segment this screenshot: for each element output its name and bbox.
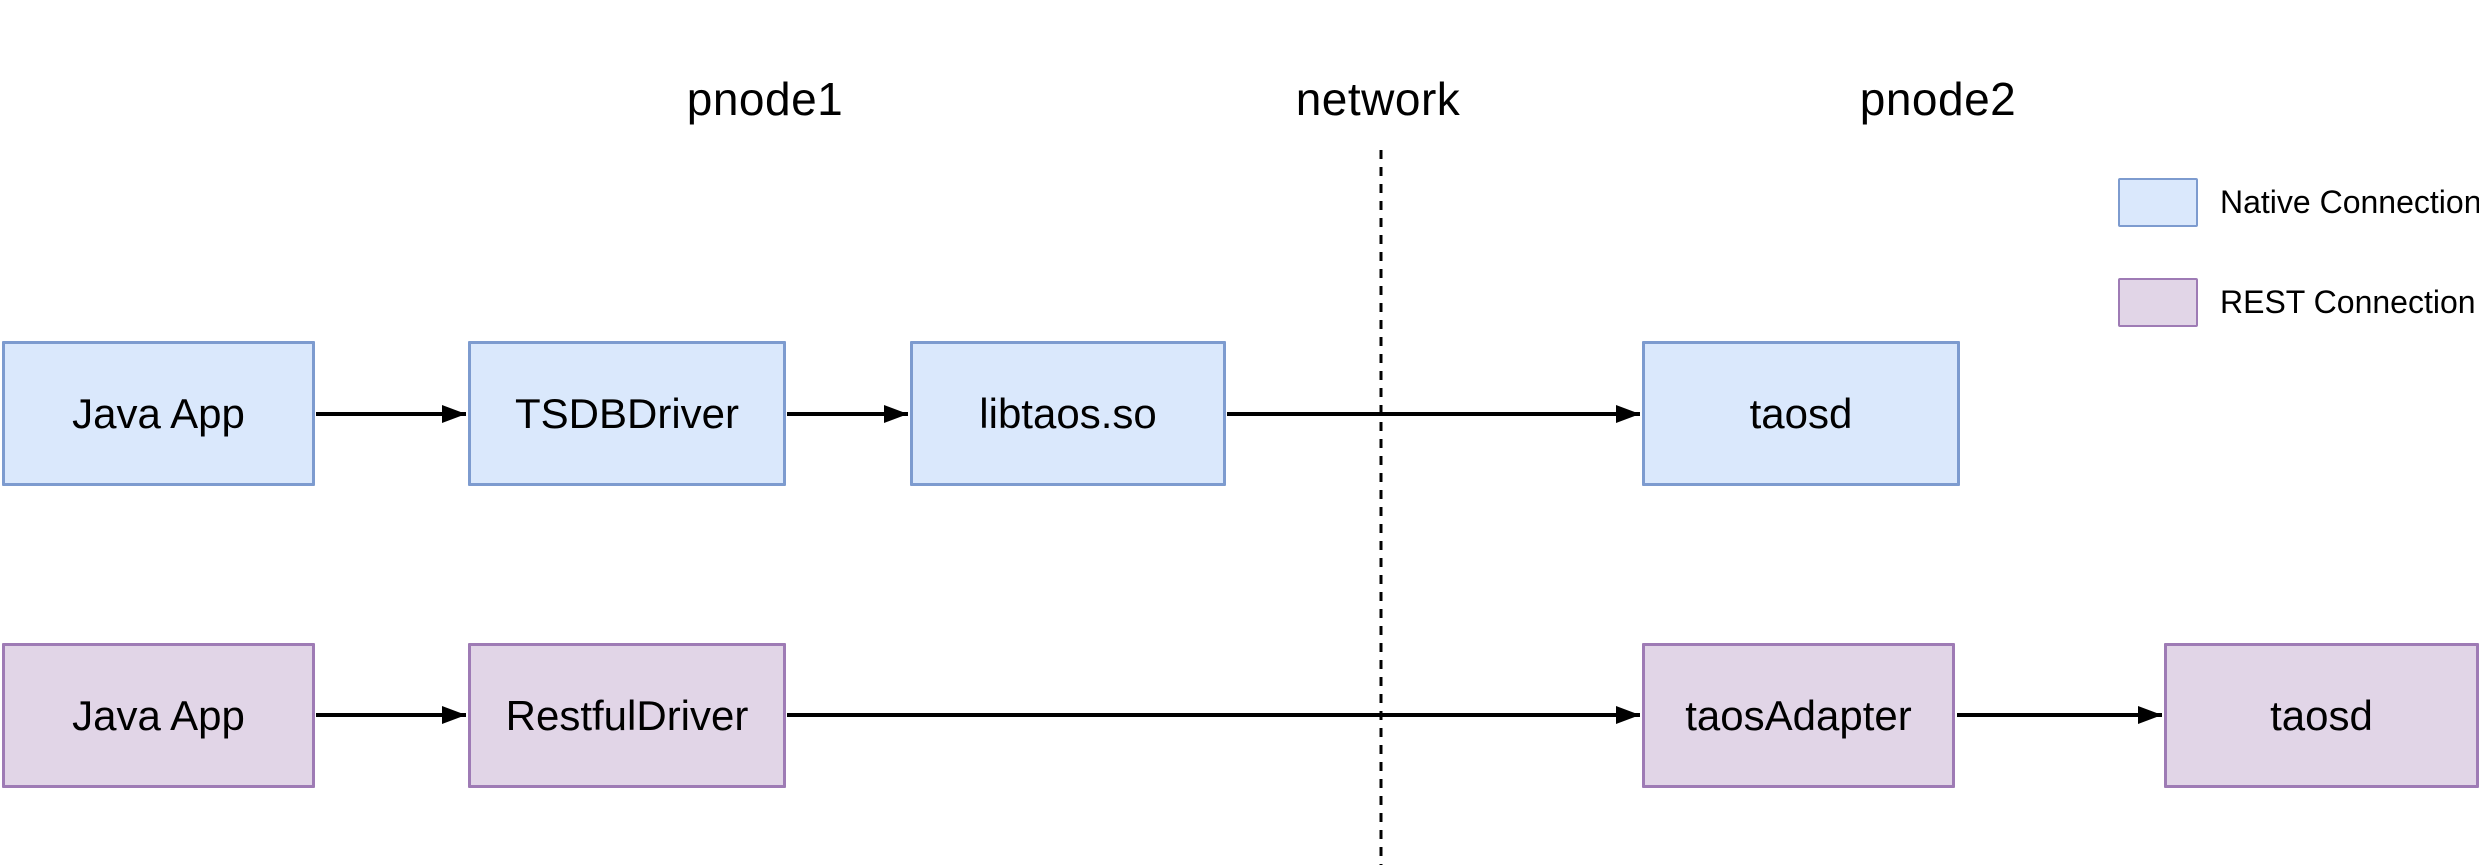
node-taosadapter: taosAdapter (1642, 643, 1955, 788)
section-label-pnode1: pnode1 (686, 73, 844, 125)
node-tsdbdriver: TSDBDriver (468, 341, 786, 486)
legend-swatch-native-icon (2118, 178, 2198, 227)
legend-item-native: Native Connection (2118, 178, 2479, 227)
node-java-app-native: Java App (2, 341, 315, 486)
section-label-network: network (1295, 73, 1461, 125)
node-libtaos-so: libtaos.so (910, 341, 1226, 486)
node-taosd-native: taosd (1642, 341, 1960, 486)
legend-label-rest: REST Connection (2220, 284, 2476, 320)
section-label-pnode2: pnode2 (1859, 73, 2017, 125)
node-java-app-rest: Java App (2, 643, 315, 788)
node-taosd-rest: taosd (2164, 643, 2479, 788)
node-restfuldriver: RestfulDriver (468, 643, 786, 788)
legend-label-native: Native Connection (2220, 184, 2479, 220)
legend-item-rest: REST Connection (2118, 278, 2476, 327)
legend-swatch-rest-icon (2118, 278, 2198, 327)
